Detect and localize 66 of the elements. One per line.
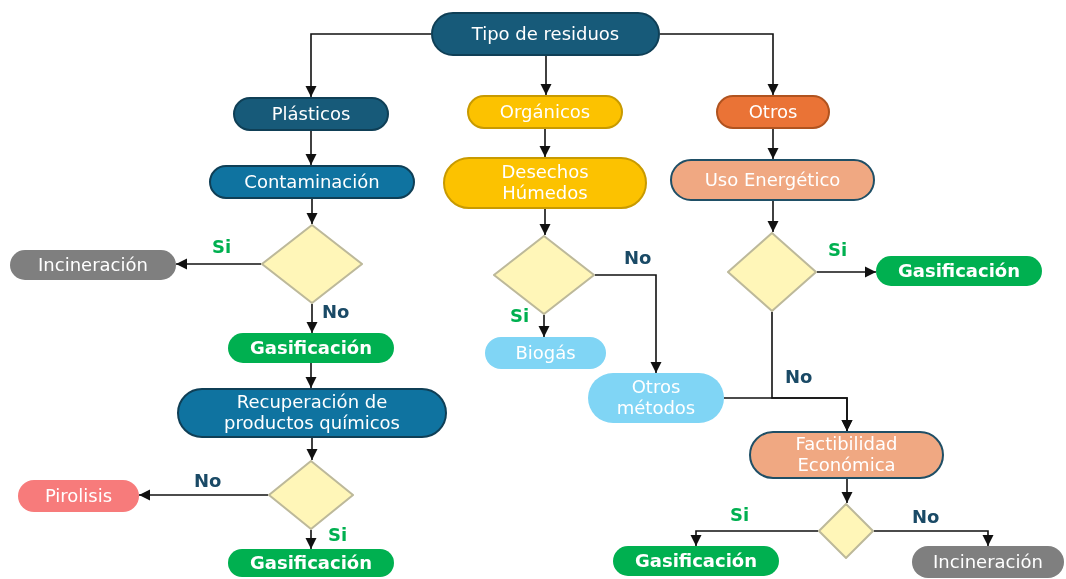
process-box bbox=[876, 256, 1042, 286]
arrow bbox=[659, 33, 779, 96]
process-box bbox=[749, 431, 944, 479]
arrow bbox=[723, 397, 853, 432]
node-text: Gasificación bbox=[250, 337, 372, 359]
node-text: Uso Energético bbox=[704, 169, 841, 191]
process-box bbox=[485, 337, 606, 369]
node-text: Gasificación bbox=[898, 260, 1020, 282]
node-text: Recuperación de productos químicos bbox=[223, 392, 401, 434]
process-box bbox=[18, 480, 139, 512]
node-text: Otros bbox=[748, 101, 798, 123]
node-text: Tipo de residuos bbox=[471, 23, 620, 45]
process-box bbox=[228, 333, 394, 363]
process-box bbox=[716, 95, 830, 129]
edge-label: No bbox=[783, 368, 815, 386]
arrow bbox=[539, 128, 551, 158]
node-text: Gasificación bbox=[250, 552, 372, 574]
process-box bbox=[443, 157, 647, 209]
process-box bbox=[209, 165, 415, 199]
process-box bbox=[467, 95, 623, 129]
process-box bbox=[912, 546, 1064, 578]
arrow bbox=[305, 130, 317, 166]
arrow bbox=[305, 362, 317, 389]
arrow bbox=[767, 200, 779, 233]
edge-label: No bbox=[622, 249, 654, 267]
node-text: Incineración bbox=[933, 551, 1043, 573]
arrow bbox=[873, 530, 994, 547]
arrow bbox=[305, 33, 432, 98]
process-box bbox=[431, 12, 660, 56]
edge-label: No bbox=[192, 472, 224, 490]
node-text: Plásticos bbox=[271, 103, 351, 125]
decision-diamond bbox=[727, 232, 817, 312]
edge-label: No bbox=[910, 508, 942, 526]
arrow bbox=[816, 266, 877, 278]
process-box bbox=[613, 546, 779, 576]
node-text: Orgánicos bbox=[499, 101, 591, 123]
process-box bbox=[233, 97, 389, 131]
arrow bbox=[690, 530, 819, 547]
arrow bbox=[305, 529, 317, 550]
node-text: Pirolisis bbox=[44, 485, 113, 507]
arrow bbox=[540, 55, 552, 96]
decision-diamond bbox=[261, 224, 363, 304]
node-text: Incineración bbox=[38, 254, 148, 276]
process-box bbox=[670, 159, 875, 201]
process-box bbox=[228, 549, 394, 577]
arrow bbox=[306, 198, 318, 225]
arrow bbox=[539, 208, 551, 236]
arrow bbox=[138, 489, 269, 501]
arrow bbox=[306, 437, 318, 461]
node-text: Desechos Húmedos bbox=[500, 162, 590, 204]
node-text: Otros métodos bbox=[615, 377, 697, 419]
node-text: Biogás bbox=[515, 342, 576, 364]
node-text: Gasificación bbox=[635, 550, 757, 572]
node-text: Contaminación bbox=[244, 171, 380, 193]
arrow bbox=[841, 478, 853, 504]
decision-diamond bbox=[818, 503, 874, 559]
node-text: Factibilidad Económica bbox=[794, 434, 899, 476]
process-box bbox=[177, 388, 447, 438]
arrow bbox=[306, 303, 318, 334]
arrow bbox=[767, 128, 779, 160]
process-box bbox=[588, 373, 724, 423]
process-box bbox=[10, 250, 176, 280]
edge-label: No bbox=[320, 303, 352, 321]
arrow bbox=[175, 258, 262, 270]
arrow bbox=[538, 314, 550, 338]
arrow bbox=[594, 274, 662, 374]
